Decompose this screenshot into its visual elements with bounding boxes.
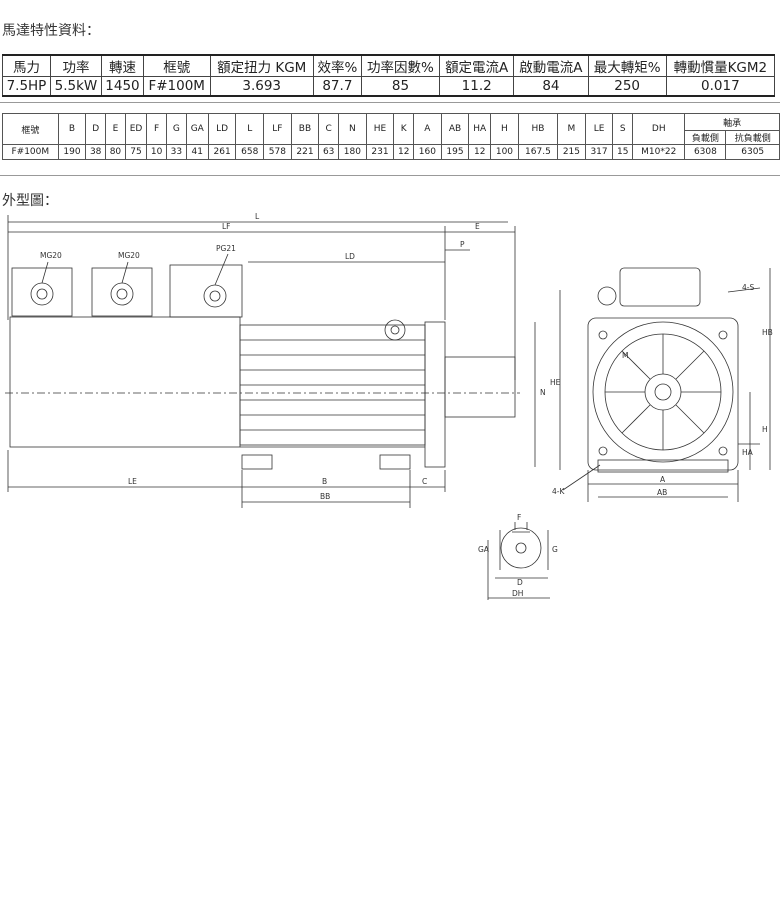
- spec-section-title: 馬達特性資料：: [2, 23, 100, 39]
- dim-value-cell: 41: [185, 144, 209, 160]
- spec-header-cell: 額定扭力 KGM: [209, 54, 314, 77]
- dim-label-l: L: [255, 212, 260, 221]
- dim-value-cell: 221: [290, 144, 320, 160]
- bearing-value-cell: 6308: [684, 144, 727, 160]
- dim-value-cell: 100: [490, 144, 519, 160]
- dim-value-cell: M10*22: [632, 144, 686, 160]
- dim-label-mg20: MG20: [118, 251, 140, 260]
- dim-label-b: B: [322, 477, 327, 486]
- dim-label-dh: DH: [512, 589, 523, 598]
- dim-label-ab: AB: [657, 488, 667, 497]
- dim-header-cell: B: [57, 113, 87, 145]
- motor-spec-table: 馬力 功率 轉速 框號 額定扭力 KGM 效率% 功率因數% 額定電流A 啟動電…: [2, 54, 776, 97]
- dim-label-n: N: [540, 388, 546, 397]
- dim-label-mg20: MG20: [40, 251, 62, 260]
- drawing-section-title: 外型圖：: [2, 193, 58, 209]
- dim-header-row: 框號 B D E ED F G GA LD L LF BB C N HE K A…: [2, 113, 780, 145]
- spec-value-cell: 85: [360, 76, 441, 97]
- spec-value-cell: 84: [513, 76, 589, 97]
- divider: [0, 102, 780, 103]
- dim-label-s: 4-S: [742, 283, 754, 292]
- dim-label-m: M: [622, 351, 628, 360]
- dim-label-g: G: [552, 545, 558, 554]
- dim-value-cell: 63: [318, 144, 340, 160]
- dim-header-cell: 框號: [2, 113, 59, 145]
- spec-value-cell: 7.5HP: [2, 76, 51, 97]
- dim-label-f: F: [517, 513, 521, 522]
- spec-header-cell: 框號: [142, 54, 211, 77]
- dim-label-p: P: [460, 240, 465, 249]
- dim-value-cell: 167.5: [517, 144, 559, 160]
- spec-value-cell: 1450: [101, 76, 144, 97]
- dim-label-bb: BB: [320, 492, 330, 501]
- dim-value-cell: 160: [413, 144, 442, 160]
- dim-label-h: H: [762, 425, 768, 434]
- dim-label-e: E: [475, 222, 480, 231]
- spec-value-cell: 250: [587, 76, 667, 97]
- dim-value-row: F#100M 190 38 80 75 10 33 41 261 658 578…: [2, 144, 780, 160]
- spec-value-cell: 11.2: [439, 76, 515, 97]
- spec-header-cell: 效率%: [312, 54, 362, 77]
- spec-value-cell: 5.5kW: [49, 76, 103, 97]
- dim-value-cell: F#100M: [2, 144, 59, 160]
- dim-label-a: A: [660, 475, 666, 484]
- spec-header-cell: 轉動慣量KGM2: [665, 54, 776, 77]
- dim-value-cell: 261: [207, 144, 237, 160]
- dim-value-cell: 12: [468, 144, 492, 160]
- bearing-value-cell: 6305: [725, 144, 780, 160]
- spec-value-cell: 3.693: [209, 76, 314, 97]
- dim-label-hb: HB: [762, 328, 773, 337]
- dim-value-cell: 75: [124, 144, 148, 160]
- dim-header-cell: DH: [632, 113, 686, 145]
- dim-value-cell: 317: [584, 144, 614, 160]
- spec-header-cell: 馬力: [2, 54, 51, 77]
- spec-value-row: 7.5HP 5.5kW 1450 F#100M 3.693 87.7 85 11…: [2, 76, 776, 97]
- dim-label-ld: LD: [345, 252, 355, 261]
- dim-header-cell: K: [393, 113, 415, 145]
- spec-value-cell: F#100M: [142, 76, 211, 97]
- spec-header-cell: 轉速: [101, 54, 144, 77]
- divider: [0, 175, 780, 176]
- dimension-table: 框號 B D E ED F G GA LD L LF BB C N HE K A…: [2, 113, 780, 160]
- dim-label-pg21: PG21: [216, 244, 236, 253]
- dim-label-ha: HA: [742, 448, 754, 457]
- spec-header-cell: 最大轉矩%: [587, 54, 667, 77]
- dim-label-le: LE: [128, 477, 137, 486]
- dim-label-lf: LF: [222, 222, 231, 231]
- dim-label-he: HE: [550, 378, 561, 387]
- spec-header-cell: 功率: [49, 54, 103, 77]
- spec-value-cell: 0.017: [665, 76, 776, 97]
- dim-label-d: D: [517, 578, 523, 587]
- dim-label-c: C: [422, 477, 427, 486]
- dim-label-k: 4-K: [552, 487, 565, 496]
- dim-label-ga: GA: [478, 545, 490, 554]
- spec-header-cell: 啟動電流A: [513, 54, 589, 77]
- dim-value-cell: 195: [440, 144, 470, 160]
- dim-value-cell: 15: [612, 144, 634, 160]
- dim-value-cell: 12: [393, 144, 415, 160]
- spec-header-cell: 額定電流A: [439, 54, 515, 77]
- dim-header-cell: HB: [517, 113, 559, 145]
- spec-header-row: 馬力 功率 轉速 框號 額定扭力 KGM 效率% 功率因數% 額定電流A 啟動電…: [2, 54, 776, 77]
